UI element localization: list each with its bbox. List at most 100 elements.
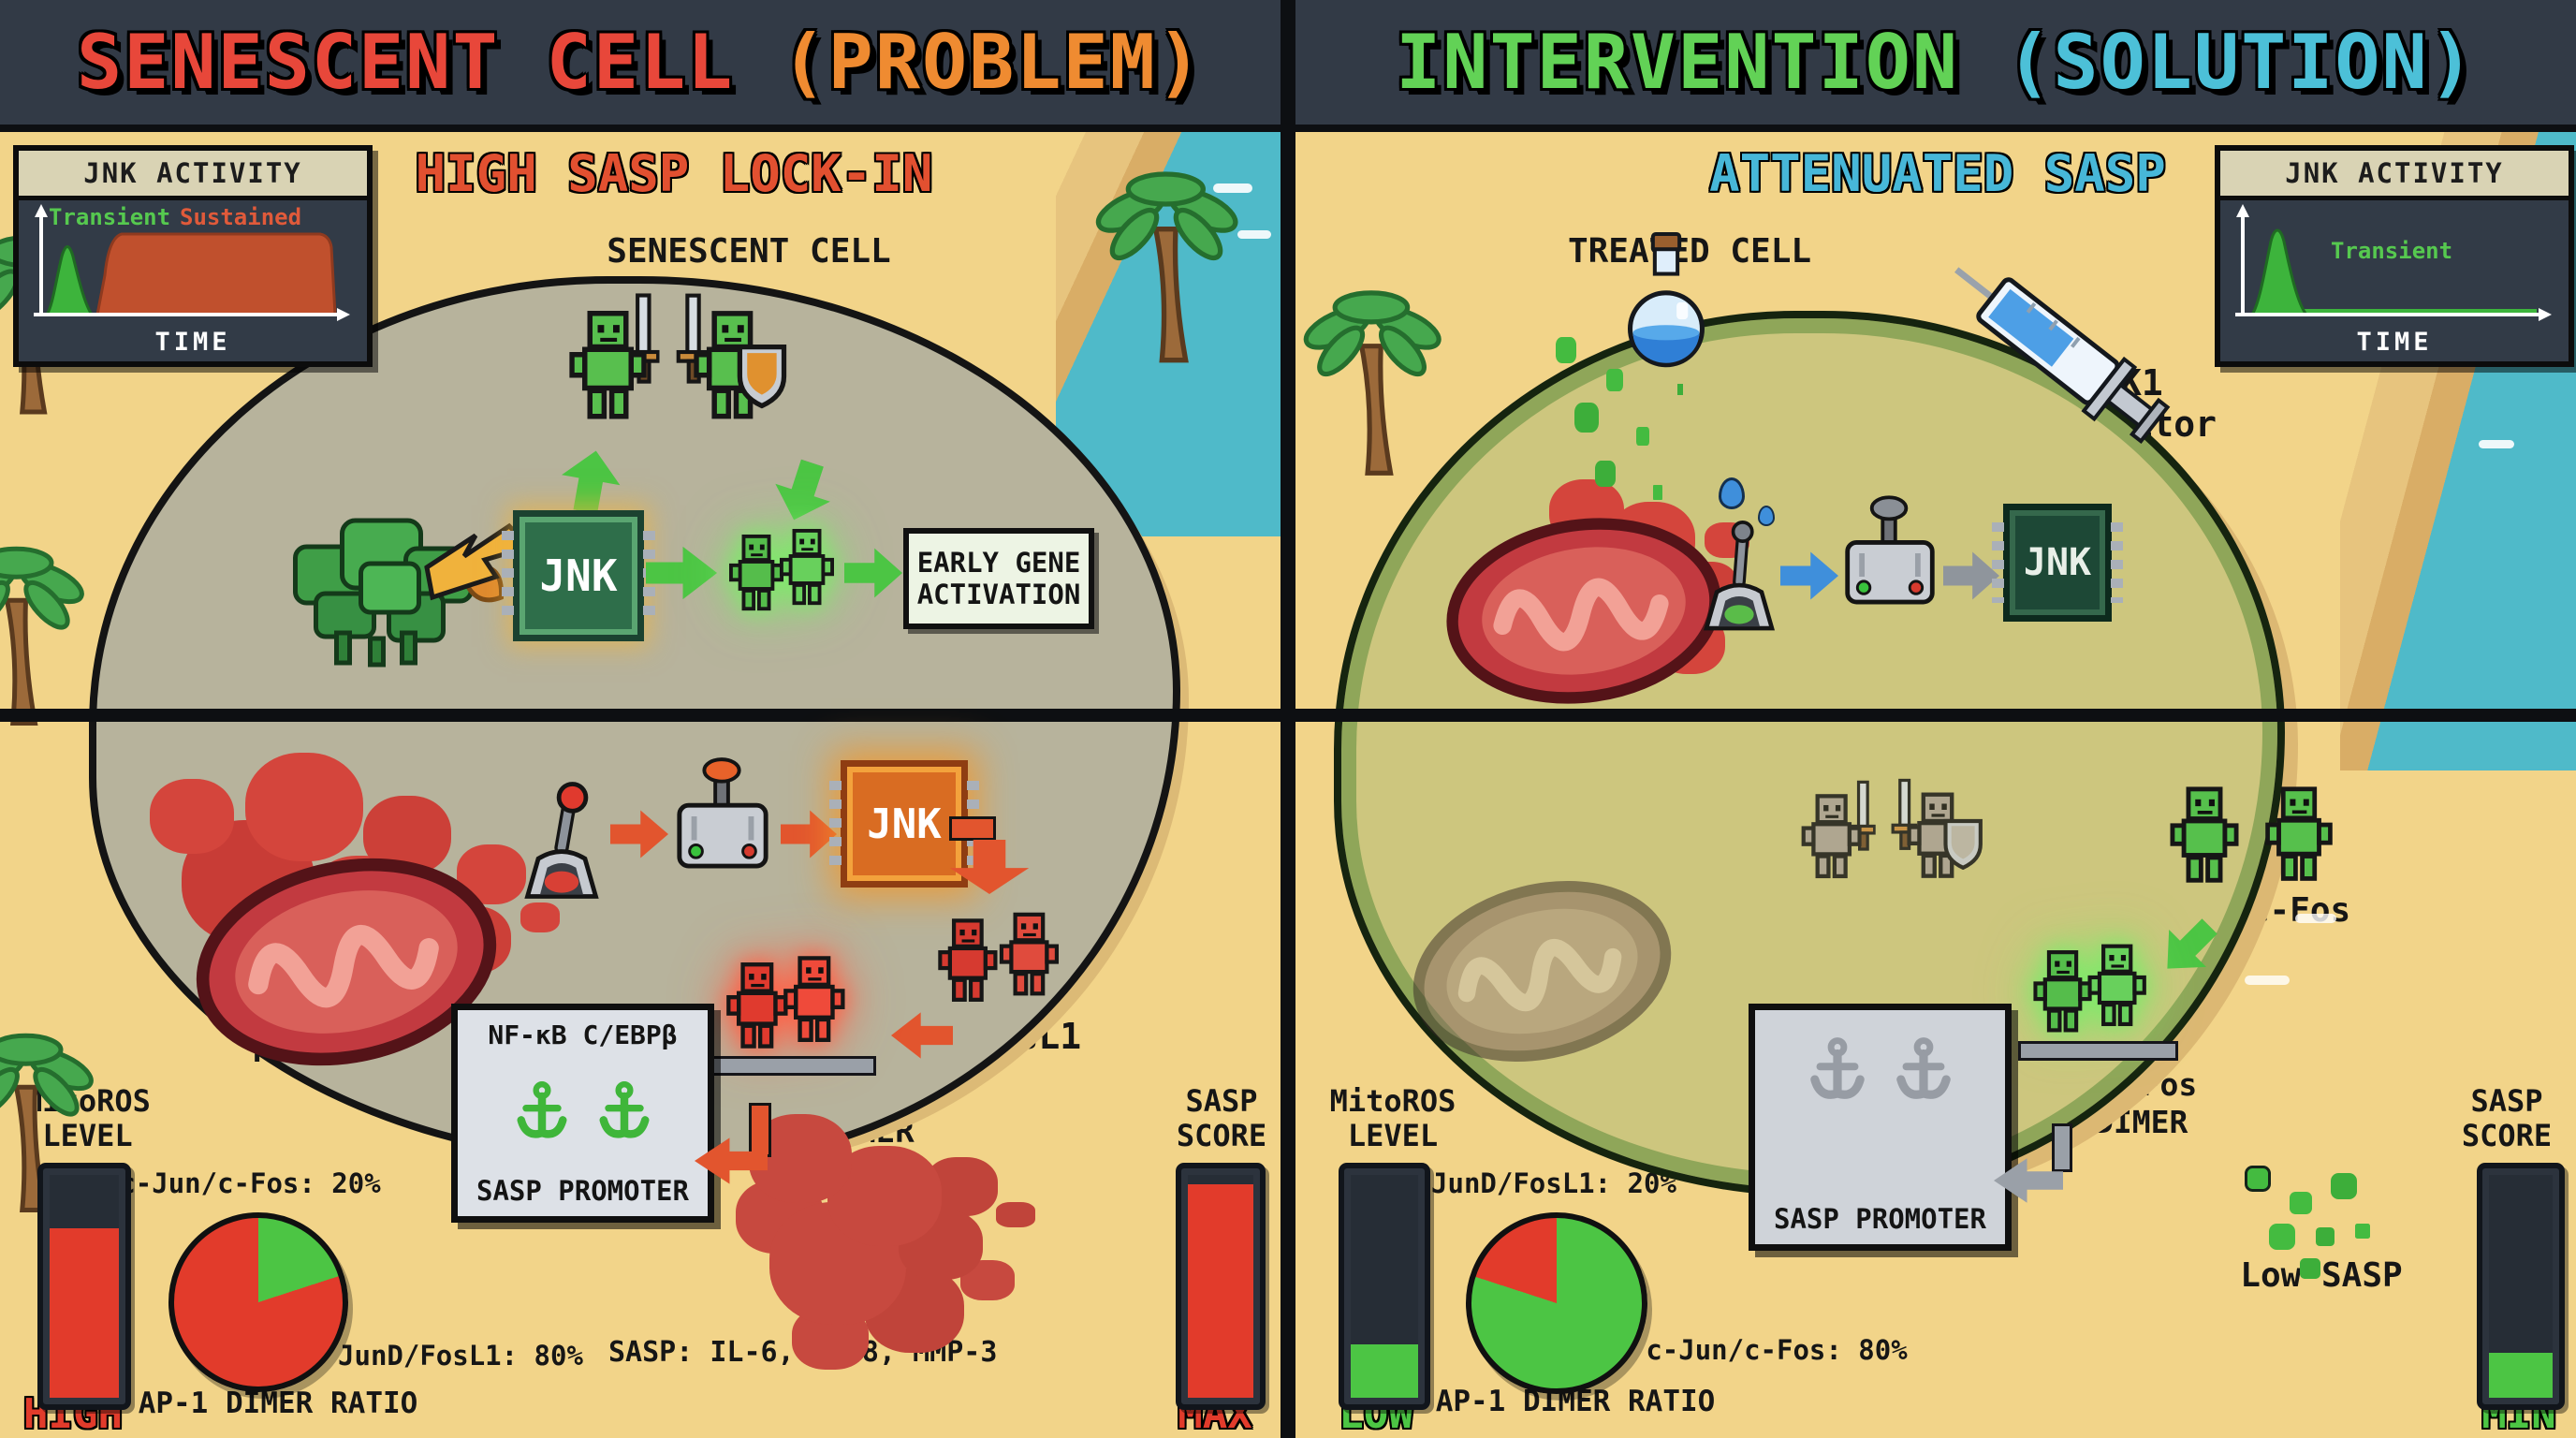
pie-top-label-right: JunD/FosL1: 20% xyxy=(1431,1167,1676,1199)
mitoros-cloud-left xyxy=(150,779,234,854)
title-problem: SENESCENT CELL xyxy=(77,19,735,106)
jnk-activity-graph-right: Transient xyxy=(2220,200,2569,322)
c-fos-figure-right xyxy=(2265,785,2333,888)
transient-legend-left: Transient xyxy=(49,204,171,230)
transient-curve xyxy=(2249,228,2310,316)
right-cell-title: TREATED CELL xyxy=(1567,232,1812,271)
fosl1-warrior-faded xyxy=(1891,778,1984,891)
ask1-lever-active xyxy=(524,782,599,899)
title-solution-suffix: (SOLUTION) xyxy=(1959,19,2476,106)
palm-tree xyxy=(0,520,89,740)
mitoros-gauge-title-right: MitoROS LEVEL xyxy=(1309,1084,1477,1153)
ap1-dimer-pie-left xyxy=(168,1212,348,1392)
jnk-chip-quiet: JNK xyxy=(1992,504,2123,622)
early-gene-box: EARLY GENE ACTIVATION xyxy=(903,528,1094,629)
mitochondria-right xyxy=(1430,487,1737,735)
sasp-gauge-title-left: SASP SCORE xyxy=(1147,1084,1296,1153)
title-solution: INTERVENTION xyxy=(1396,19,1960,106)
mitoq-potion xyxy=(1627,232,1705,368)
low-sasp-label: Low SASP xyxy=(2240,1256,2403,1295)
ask1-inhibitor-syringe xyxy=(1954,267,2171,445)
c-jun-warrior xyxy=(562,292,665,433)
sasp-promoter-box-right: SASP PROMOTER xyxy=(1749,1004,2012,1251)
promoter-tf-labels: NF-κB C/EBPβ xyxy=(488,1020,678,1050)
jnk-activity-title-right: JNK ACTIVITY xyxy=(2220,151,2569,200)
return-arrow-stub xyxy=(749,1103,771,1157)
anchor-icon xyxy=(1893,1036,1954,1108)
dimer-platform-left xyxy=(711,1056,876,1076)
promoter-anchors-right xyxy=(1807,1036,1954,1108)
jnk-chip-text: JNK xyxy=(2023,541,2092,584)
fosl1-pair xyxy=(936,904,1069,1015)
baseline xyxy=(2305,309,2537,315)
jund-fosl1-dimer xyxy=(721,946,861,1060)
right-subtitle: ATTENUATED SASP xyxy=(1709,144,2166,203)
gull-mark xyxy=(2245,976,2290,985)
jnk-activity-title-left: JNK ACTIVITY xyxy=(19,151,367,200)
sustained-curve xyxy=(95,232,337,316)
transient-curve xyxy=(44,245,95,316)
inhibitor-drop xyxy=(1758,506,1775,526)
jnk-chip-text: JNK xyxy=(867,800,942,848)
inhibitor-drop xyxy=(1719,477,1745,509)
sasp-gauge-left xyxy=(1176,1163,1266,1410)
jnk-activity-graph-left: Transient Sustained xyxy=(19,200,367,322)
sasp-gauge-fill xyxy=(1188,1183,1253,1398)
sasp-gauge-title-right: SASP SCORE xyxy=(2432,1084,2576,1153)
palm-tree xyxy=(1093,148,1243,373)
pie-title-left: AP-1 DIMER RATIO xyxy=(138,1387,418,1420)
sasp-promoter-box-left: NF-κB C/EBPβ SASP PROMOTER xyxy=(451,1004,714,1223)
pie-side-label-right: c-Jun/c-Fos: 80% xyxy=(1646,1334,1908,1366)
wave-mark xyxy=(2479,440,2514,448)
cjun-cfos-dimer xyxy=(729,528,834,611)
transient-legend-right: Transient xyxy=(2331,238,2453,264)
low-sasp-particles xyxy=(2245,1166,2271,1192)
time-axis-label-right: TIME xyxy=(2356,327,2433,357)
early-gene-line1: EARLY GENE xyxy=(916,547,1081,579)
wave-mark xyxy=(1237,230,1271,239)
cjun-cfos-dimer-right xyxy=(2029,932,2160,1045)
anchor-icon xyxy=(1807,1036,1868,1108)
c-fos-warrior xyxy=(676,292,786,433)
promoter-label-left: SASP PROMOTER xyxy=(476,1175,689,1207)
wave-mark xyxy=(1213,183,1252,193)
sasp-gauge-title-line2: SCORE xyxy=(2461,1117,2553,1153)
header-left: SENESCENT CELL (PROBLEM) xyxy=(0,0,1281,132)
dimer-platform-right xyxy=(2018,1041,2178,1061)
mitoros-gauge-title-line1: MitoROS xyxy=(1329,1083,1456,1119)
promoter-anchors xyxy=(513,1080,653,1146)
promoter-label-right: SASP PROMOTER xyxy=(1774,1203,1986,1235)
sustained-legend: Sustained xyxy=(180,204,302,230)
mitoros-gauge-left xyxy=(37,1163,131,1410)
jnk-chip-text: JNK xyxy=(539,550,618,601)
vertical-divider xyxy=(1281,0,1295,1438)
time-axis-label-left: TIME xyxy=(154,327,231,357)
mitoros-gauge-title-line2: LEVEL xyxy=(1347,1117,1439,1153)
jnk-chip-active-top: JNK xyxy=(502,510,655,641)
mitoros-gauge-right xyxy=(1339,1163,1430,1410)
elbow-stub xyxy=(949,816,996,841)
title-problem-suffix: (PROBLEM) xyxy=(734,19,1204,106)
mitoros-gauge-fill xyxy=(50,1228,119,1398)
mitoros-gauge-fill xyxy=(1351,1343,1418,1398)
return-arrow-stub-right xyxy=(2052,1123,2072,1172)
header-right: INTERVENTION (SOLUTION) xyxy=(1295,0,2576,132)
jnk-activity-panel-right: JNK ACTIVITY Transient TIME xyxy=(2215,145,2574,367)
early-gene-line2: ACTIVATION xyxy=(916,579,1081,610)
jund-warrior-faded xyxy=(1793,780,1876,891)
pie-side-label-left: JunD/FosL1: 80% xyxy=(338,1340,583,1372)
ap1-dimer-pie-right xyxy=(1466,1212,1647,1394)
sasp-gauge-right xyxy=(2477,1163,2565,1410)
jnk-activity-panel-left: JNK ACTIVITY Transient Sustained TIME xyxy=(13,145,373,367)
anchor-icon xyxy=(513,1080,571,1146)
mitoros-gauge-title-line2: LEVEL xyxy=(42,1117,133,1153)
left-cell-title: SENESCENT CELL xyxy=(607,232,891,271)
mkk7-joystick-left xyxy=(677,757,768,869)
mkk7-joystick-right xyxy=(1845,495,1935,605)
sasp-gauge-title-line2: SCORE xyxy=(1176,1117,1267,1153)
sasp-gauge-title-line1: SASP xyxy=(2470,1083,2543,1119)
left-subtitle: HIGH SASP LOCK-IN xyxy=(415,144,933,203)
pie-top-label-left: c-Jun/c-Fos: 20% xyxy=(119,1167,381,1199)
sasp-factors-label: SASP: IL-6, IL-8, MMP-3 xyxy=(608,1336,998,1369)
